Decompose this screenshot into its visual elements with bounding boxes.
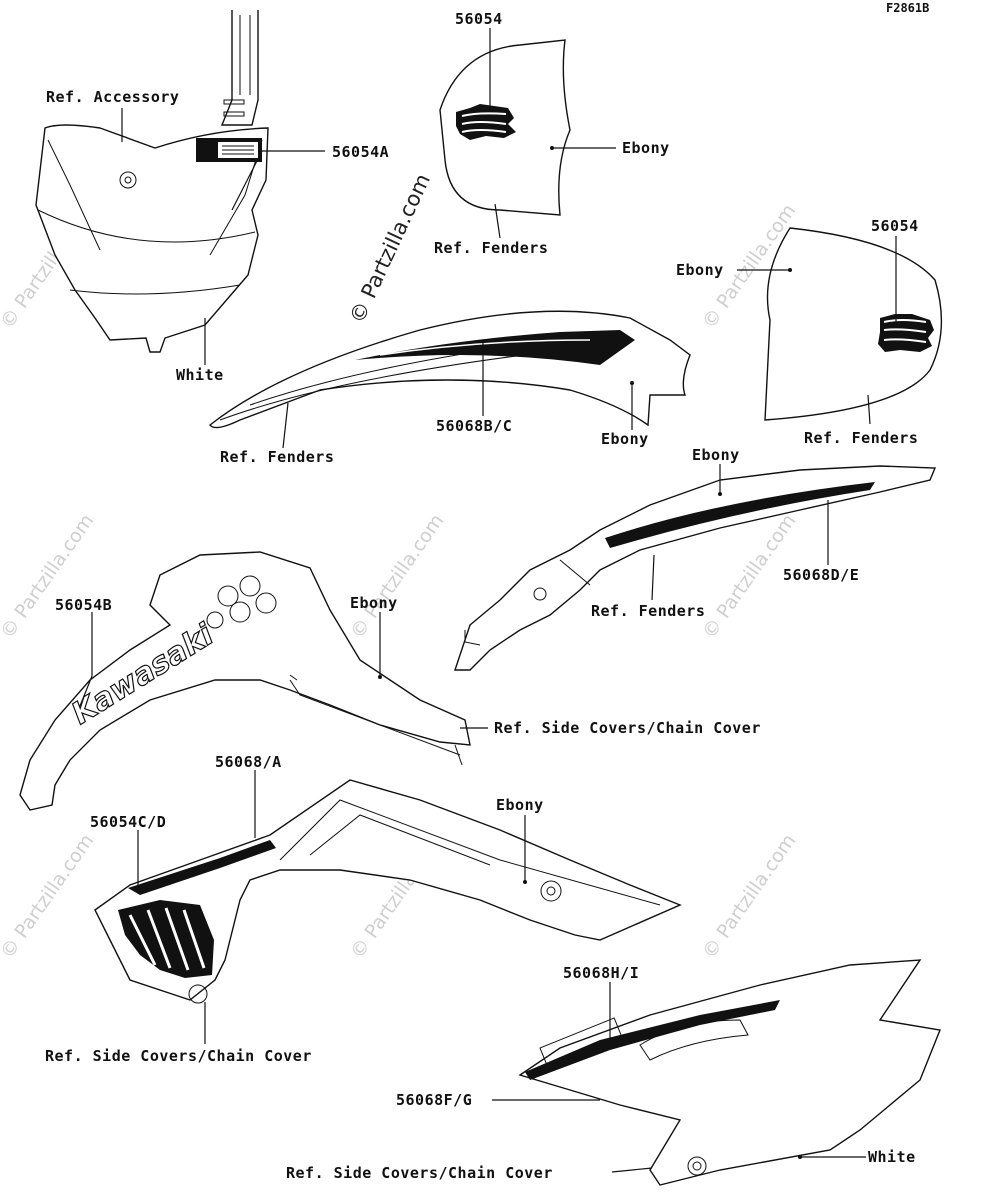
figure-code: F2861B (886, 1, 929, 15)
label-56068BC: 56068B/C (436, 417, 512, 435)
fender-closeup-right (764, 227, 943, 421)
56068DE-decal (605, 482, 875, 548)
label-56054: 56054 (871, 217, 919, 235)
label-ebony: Ebony (496, 796, 544, 814)
label-ebony: Ebony (601, 430, 649, 448)
rear-fender (454, 465, 937, 671)
label-ref-fenders: Ref. Fenders (220, 448, 334, 466)
label-56068A: 56068/A (215, 753, 282, 771)
fender-closeup-top (439, 39, 571, 216)
monster-claw-decal (878, 314, 934, 352)
radiator-shroud: Kawasaki (19, 551, 471, 811)
label-ref-fenders: Ref. Fenders (434, 239, 548, 257)
watermark: © Partzilla.com (0, 510, 98, 643)
label-ebony: Ebony (676, 261, 724, 279)
56068BC-decal (355, 330, 635, 365)
56068HI-decal (525, 1000, 780, 1080)
label-56068DE: 56068D/E (783, 566, 859, 584)
label-ref-side-covers: Ref. Side Covers/Chain Cover (494, 719, 761, 737)
label-white: White (176, 366, 224, 384)
watermark-main: © Partzilla.com (345, 170, 435, 327)
label-ref-accessory: Ref. Accessory (46, 88, 179, 106)
monster-claw-decal (118, 900, 214, 978)
watermark: © Partzilla.com (346, 510, 448, 643)
lower-shroud (94, 779, 682, 1004)
callout-labels: Ref. Accessory 56054A White 56054 Ebony … (45, 10, 919, 1182)
label-ebony: Ebony (622, 139, 670, 157)
label-ref-fenders: Ref. Fenders (804, 429, 918, 447)
label-56068HI: 56068H/I (563, 964, 639, 982)
label-56054B: 56054B (55, 596, 112, 614)
label-56054CD: 56054C/D (90, 813, 166, 831)
label-ref-side-covers: Ref. Side Covers/Chain Cover (286, 1164, 553, 1182)
label-56068FG: 56068F/G (396, 1091, 472, 1109)
label-ref-fenders: Ref. Fenders (591, 602, 705, 620)
front-fender (209, 310, 691, 429)
label-ebony: Ebony (350, 594, 398, 612)
leader-lines (79, 28, 897, 1173)
label-white: White (868, 1148, 916, 1166)
watermark: © Partzilla.com (698, 830, 800, 963)
label-ebony: Ebony (692, 446, 740, 464)
watermark: © Partzilla.com (0, 830, 98, 963)
label-56054: 56054 (455, 10, 503, 28)
56068A-decal (128, 840, 276, 895)
side-cover (518, 959, 941, 1186)
front-number-plate (35, 10, 269, 353)
label-ref-side-covers: Ref. Side Covers/Chain Cover (45, 1047, 312, 1065)
label-56054A: 56054A (332, 143, 389, 161)
